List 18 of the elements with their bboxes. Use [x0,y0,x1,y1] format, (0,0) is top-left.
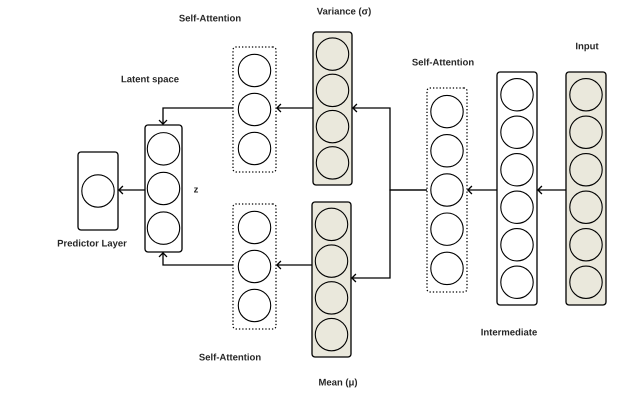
arrow [158,252,233,266]
arrow [118,186,145,194]
arrow [467,186,497,194]
layer-label: Variance (σ) [316,8,371,16]
layer-label: Self-Attention [179,14,241,22]
arrow [276,260,312,270]
layer-label: Self-Attention [199,354,261,360]
variable-label: z [194,187,198,192]
layer-label: Predictor Layer [58,240,127,248]
arrow [158,107,233,125]
arrow [276,104,313,112]
arrow [351,189,427,282]
arrow [537,186,566,194]
layer-label: Self-Attention [412,58,474,66]
layer-label: Input [576,42,598,52]
layer-label: Latent space [122,76,179,84]
layer-label: Intermediate [481,328,537,336]
layer-label: Mean (μ) [319,378,358,388]
